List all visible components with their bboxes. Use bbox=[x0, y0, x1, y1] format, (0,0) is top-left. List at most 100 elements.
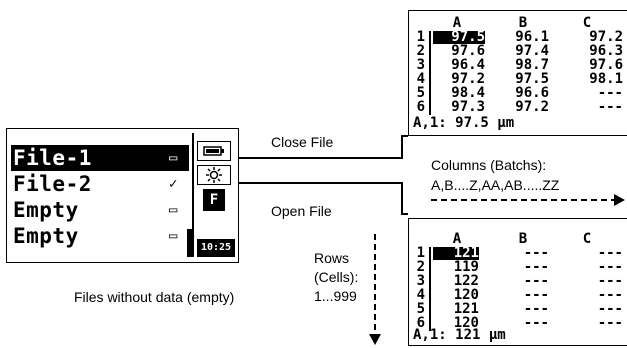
selected-cell[interactable]: 97.5 bbox=[433, 30, 485, 44]
cell[interactable]: --- bbox=[523, 259, 549, 275]
cell[interactable]: --- bbox=[523, 245, 549, 261]
row-number: 5 bbox=[416, 301, 425, 317]
row-number: 3 bbox=[416, 273, 425, 289]
table-row: 5 98.4 96.6 --- bbox=[409, 85, 627, 101]
cell[interactable]: 97.2 bbox=[451, 71, 485, 87]
table-row: 4 120 --- --- bbox=[409, 287, 627, 303]
cell[interactable]: 97.4 bbox=[515, 43, 549, 59]
columns-arrowhead bbox=[614, 194, 625, 206]
cell[interactable]: 122 bbox=[453, 273, 479, 289]
selected-cell[interactable]: 121 bbox=[433, 246, 479, 260]
row-number: 4 bbox=[416, 287, 425, 303]
file-mode-letter: F bbox=[209, 192, 219, 208]
row-number: 2 bbox=[416, 259, 425, 275]
cell[interactable]: --- bbox=[597, 273, 623, 289]
status-divider bbox=[192, 133, 194, 257]
cell[interactable]: --- bbox=[523, 287, 549, 303]
file-row-4[interactable]: Empty ▭ bbox=[11, 223, 189, 249]
file-name: Empty bbox=[13, 198, 79, 222]
cell[interactable]: 119 bbox=[453, 259, 479, 275]
cell[interactable]: --- bbox=[523, 301, 549, 317]
table-row: 3 96.4 98.7 97.6 bbox=[409, 57, 627, 73]
row-number: 5 bbox=[416, 85, 425, 101]
column-header-c: C bbox=[582, 15, 592, 31]
cell[interactable]: --- bbox=[597, 259, 623, 275]
table-display-2: A B C 1 121 --- --- 2 119 --- --- 3 122 … bbox=[408, 218, 627, 346]
file-row-1[interactable]: File-1 ▭ bbox=[11, 145, 189, 171]
file-status-icon: ▭ bbox=[169, 150, 178, 166]
cell[interactable]: --- bbox=[523, 315, 549, 331]
cell[interactable]: 98.1 bbox=[589, 71, 623, 87]
backlight-icon bbox=[197, 165, 231, 185]
cell[interactable]: 120 bbox=[453, 315, 479, 331]
table-row: 1 121 --- --- bbox=[409, 245, 627, 261]
file-name: File-1 bbox=[13, 146, 92, 170]
cell[interactable]: 96.3 bbox=[589, 43, 623, 59]
column-header-b: B bbox=[518, 15, 528, 31]
cell[interactable]: 120 bbox=[453, 287, 479, 303]
cell-status-line: A,1: 121 μm bbox=[413, 327, 506, 343]
cell[interactable]: --- bbox=[523, 273, 549, 289]
column-header-b: B bbox=[518, 231, 528, 247]
cell[interactable]: --- bbox=[597, 245, 623, 261]
row-number: 1 bbox=[416, 29, 425, 45]
table-display-1: A B C 1 97.5 96.1 97.2 2 97.6 97.4 96.3 … bbox=[408, 10, 627, 136]
memory-bar bbox=[187, 229, 193, 257]
open-file-label: Open File bbox=[271, 203, 332, 219]
cell[interactable]: 97.5 bbox=[515, 71, 549, 87]
open-file-connector bbox=[237, 182, 408, 215]
rows-arrowhead bbox=[369, 334, 381, 345]
cell[interactable]: --- bbox=[597, 99, 623, 115]
cell[interactable]: 96.1 bbox=[515, 29, 549, 45]
cell[interactable]: 98.7 bbox=[515, 57, 549, 73]
close-file-connector bbox=[237, 135, 408, 159]
cell[interactable]: 96.4 bbox=[451, 57, 485, 73]
row-number: 1 bbox=[416, 245, 425, 261]
row-number: 3 bbox=[416, 57, 425, 73]
file-status-icon: ▭ bbox=[169, 228, 178, 244]
rows-range: 1...999 bbox=[314, 288, 357, 304]
column-header-a: A bbox=[452, 15, 462, 31]
row-divider bbox=[429, 247, 431, 331]
cell[interactable]: 97.2 bbox=[515, 99, 549, 115]
cell[interactable]: 97.6 bbox=[589, 57, 623, 73]
table-row: 4 97.2 97.5 98.1 bbox=[409, 71, 627, 87]
file-row-2[interactable]: File-2 ✓ bbox=[11, 171, 189, 197]
row-number: 2 bbox=[416, 43, 425, 59]
cell[interactable]: --- bbox=[597, 85, 623, 101]
column-header-a: A bbox=[452, 231, 462, 247]
columns-title: Columns (Batchs): bbox=[431, 157, 547, 173]
close-file-label: Close File bbox=[271, 134, 334, 150]
cell[interactable]: --- bbox=[597, 315, 623, 331]
table-row: 1 97.5 96.1 97.2 bbox=[409, 29, 627, 45]
file-list-display: File-1 ▭ File-2 ✓ Empty ▭ Empty ▭ F 10:2… bbox=[6, 128, 239, 263]
cell-status-line: A,1: 97.5 μm bbox=[413, 115, 515, 131]
clock: 10:25 bbox=[197, 239, 235, 257]
file-mode-icon: F bbox=[203, 189, 225, 211]
battery-icon bbox=[197, 141, 231, 161]
file-name: File-2 bbox=[13, 172, 92, 196]
file-row-3[interactable]: Empty ▭ bbox=[11, 197, 189, 223]
cell[interactable]: 97.6 bbox=[451, 43, 485, 59]
row-divider bbox=[429, 31, 431, 115]
cell[interactable]: 97.2 bbox=[589, 29, 623, 45]
rows-subtitle: (Cells): bbox=[314, 269, 359, 285]
table-row: 3 122 --- --- bbox=[409, 273, 627, 289]
table-row: 6 97.3 97.2 --- bbox=[409, 99, 627, 115]
table-row: 2 97.6 97.4 96.3 bbox=[409, 43, 627, 59]
table-row: 5 121 --- --- bbox=[409, 301, 627, 317]
cell[interactable]: --- bbox=[597, 287, 623, 303]
cell[interactable]: --- bbox=[597, 301, 623, 317]
file-status-icon: ▭ bbox=[169, 202, 178, 218]
columns-range: A,B....Z,AA,AB.....ZZ bbox=[431, 177, 560, 193]
cell[interactable]: 121 bbox=[453, 301, 479, 317]
row-number: 6 bbox=[416, 99, 425, 115]
cell[interactable]: 97.3 bbox=[451, 99, 485, 115]
cell[interactable]: 98.4 bbox=[451, 85, 485, 101]
row-number: 6 bbox=[416, 315, 425, 331]
table-header: A B C bbox=[409, 15, 627, 31]
row-number: 4 bbox=[416, 71, 425, 87]
cell[interactable]: 96.6 bbox=[515, 85, 549, 101]
table-row: 6 120 --- --- bbox=[409, 315, 627, 331]
